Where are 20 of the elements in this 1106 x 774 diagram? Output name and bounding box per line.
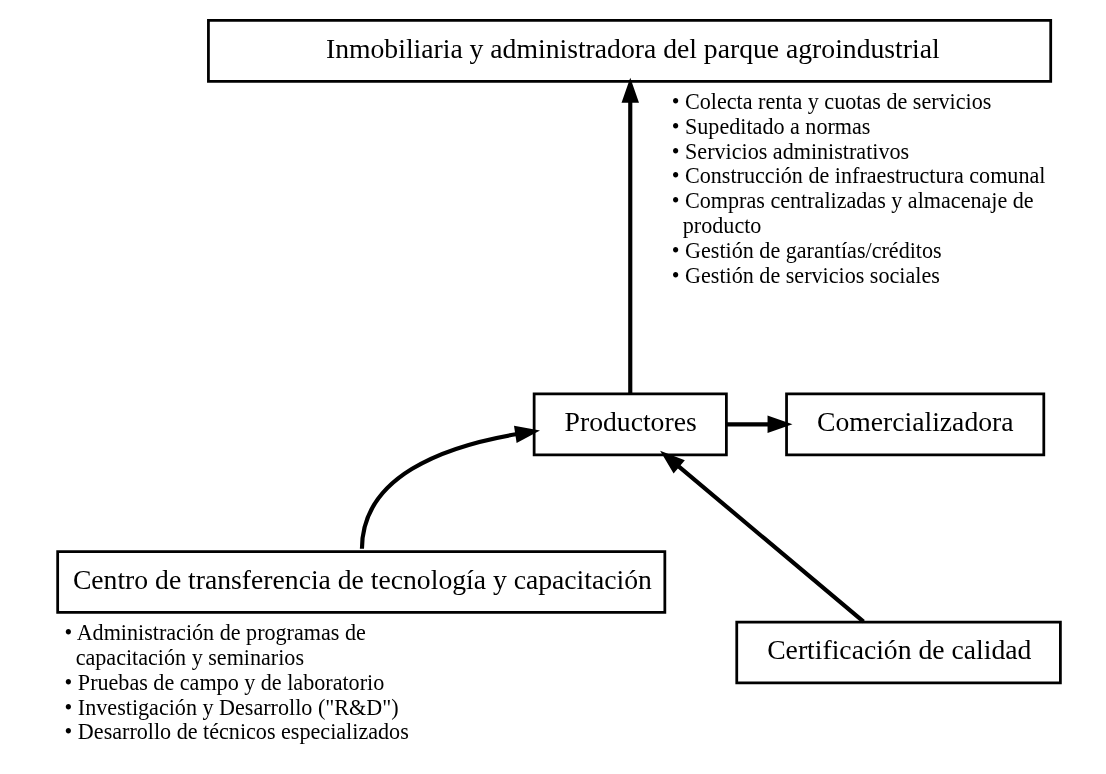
- node-label: • Construcción de infraestructura comunal: [671, 163, 1045, 189]
- node-label: • Administración de programas de capacitación y seminarios: [64, 619, 366, 670]
- node-label: • Supeditado a normas: [671, 113, 870, 139]
- node-label: • Gestión de servicios sociales: [671, 262, 940, 288]
- arrow: [621, 77, 639, 394]
- arrow: [359, 425, 540, 549]
- node-box: Comercializadora: [784, 392, 1045, 457]
- node-label: • Compras centralizadas y almacenaje de producto: [671, 188, 1034, 239]
- node-label: • Desarrollo de técnicos especializados: [64, 719, 409, 745]
- node-label: • Colecta renta y cuotas de servicios: [671, 88, 991, 114]
- node-label: • Pruebas de campo y de laboratorio: [64, 669, 384, 695]
- node-box: Productores: [532, 392, 728, 457]
- arrow: [659, 450, 865, 624]
- node-box: Centro de transferencia de tecnología y capacitación: [55, 550, 666, 614]
- node-box: Inmobiliaria y administradora del parque agroindustrial: [206, 19, 1052, 83]
- node-label: • Servicios administrativos: [671, 138, 909, 164]
- arrow: [726, 415, 792, 434]
- node-box: Certificación de calidad: [734, 620, 1062, 685]
- node-label: • Gestión de garantías/créditos: [671, 238, 942, 264]
- node-label: • Investigación y Desarrollo ("R&D"): [64, 694, 399, 720]
